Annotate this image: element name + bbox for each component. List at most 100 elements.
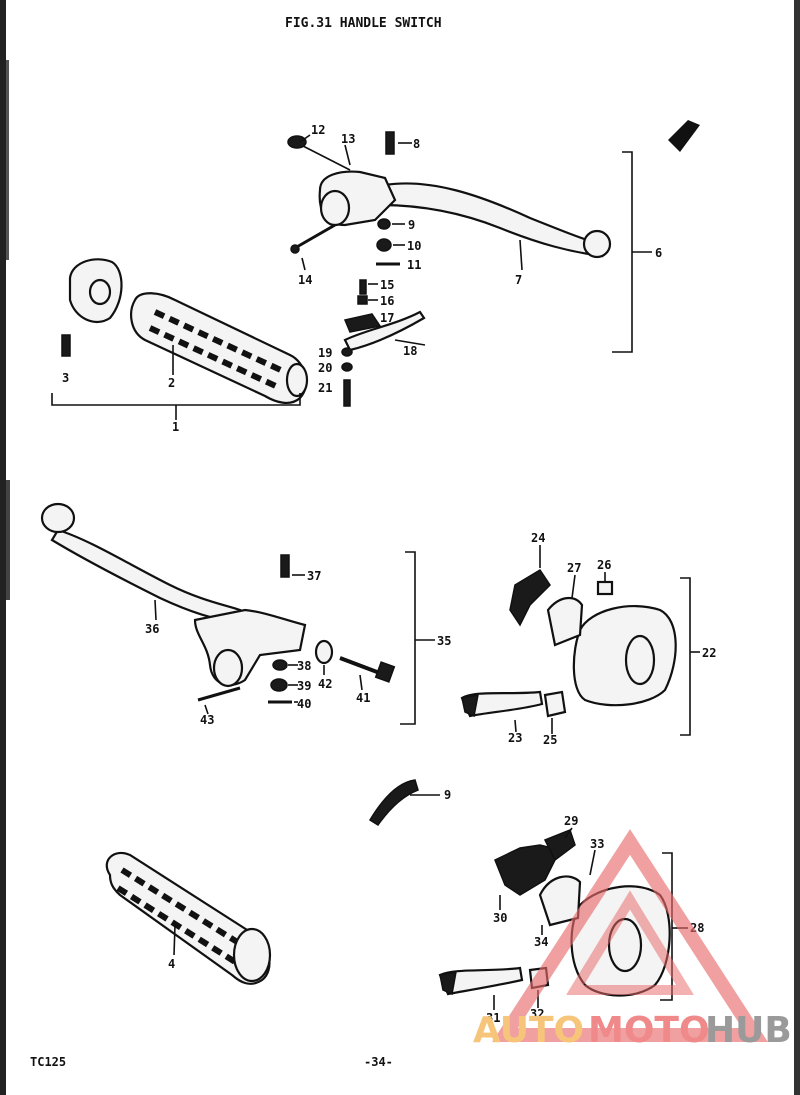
- part-bolt-12-shank: [302, 145, 351, 171]
- label-11: 11: [407, 258, 421, 272]
- part-knob-24: [509, 568, 551, 627]
- label-42: 42: [318, 677, 332, 691]
- label-29: 29: [564, 814, 578, 828]
- label-9: 9: [408, 218, 415, 232]
- part-washer-42: [314, 639, 334, 665]
- part-lever-36-tip: [40, 502, 76, 534]
- label-32: 32: [530, 1007, 544, 1021]
- watermark-logo: [492, 829, 768, 1042]
- part-knob-29: [543, 829, 576, 862]
- label-33: 33: [590, 837, 604, 851]
- label-27: 27: [567, 561, 581, 575]
- label-20: 20: [318, 361, 332, 375]
- label-13: 13: [341, 132, 355, 146]
- label-34: 34: [534, 935, 548, 949]
- label-10: 10: [407, 239, 421, 253]
- part-cap-3-hole: [88, 278, 112, 306]
- part-grip-2-texture: [153, 309, 287, 375]
- label-6: 6: [655, 246, 662, 260]
- label-19: 19: [318, 346, 332, 360]
- leaders-middle-left: [154, 574, 363, 715]
- watermark-triangle-icon: [492, 829, 768, 1042]
- part-number-labels: 12 13 8 9 10 11 14 7 6 15 16 17 18 19 20…: [62, 123, 716, 1025]
- bracket-group-28: [660, 852, 673, 1001]
- part-switch-housing-22: [572, 605, 677, 707]
- label-2: 2: [168, 376, 175, 390]
- part-nut-10: [376, 238, 392, 252]
- part-grip-4-end: [232, 927, 272, 983]
- part-bolt-14: [294, 223, 336, 250]
- leaders-middle-right: [514, 545, 606, 734]
- leaders-bottom-right: [493, 827, 596, 1010]
- label-23: 23: [508, 731, 522, 745]
- part-nut-39: [270, 678, 288, 692]
- part-washer-20: [341, 362, 353, 372]
- part-lever-7-tip: [582, 229, 612, 259]
- label-31: 31: [486, 1011, 500, 1025]
- part-lever-36: [50, 528, 242, 624]
- part-knob-30: [494, 844, 562, 896]
- label-12: 12: [311, 123, 325, 137]
- part-grip-4: [105, 851, 271, 985]
- part-grip-4-texture: [120, 867, 252, 953]
- part-lever-31: [438, 966, 524, 996]
- label-24: 24: [531, 531, 545, 545]
- part-switch-body-27: [546, 597, 584, 647]
- part-screw-3: [61, 334, 71, 357]
- watermark-auto: AUTO: [473, 1010, 584, 1051]
- part-grip-4-texture-b: [116, 885, 242, 968]
- label-25: 25: [543, 733, 557, 747]
- label-14: 14: [298, 273, 312, 287]
- part-bolt-41-head: [374, 661, 396, 683]
- part-button-26: [596, 580, 614, 596]
- label-9b: 9: [444, 788, 451, 802]
- label-16: 16: [380, 294, 394, 308]
- label-40: 40: [297, 697, 311, 711]
- bracket-group-35: [400, 551, 416, 725]
- part-clip-9: [368, 779, 419, 827]
- label-4: 4: [168, 957, 175, 971]
- diagram-title: FIG.31 HANDLE SWITCH: [285, 16, 442, 31]
- part-spring-16: [357, 295, 368, 305]
- part-grip-2-texture-b: [148, 325, 282, 391]
- part-switch-17: [343, 313, 382, 333]
- bracket-group-22: [680, 577, 691, 736]
- label-22: 22: [702, 646, 716, 660]
- part-bolt-14-head: [290, 244, 300, 254]
- leader-4: [173, 924, 176, 956]
- label-35: 35: [437, 634, 451, 648]
- label-43: 43: [200, 713, 214, 727]
- watermark-text: AUTO MOTO HUB: [473, 1010, 792, 1051]
- label-17: 17: [380, 311, 394, 325]
- part-bolt-43: [197, 686, 241, 702]
- label-30: 30: [493, 911, 507, 925]
- part-washer-38: [272, 659, 288, 671]
- footer-page-number: -34-: [364, 1055, 393, 1069]
- label-41: 41: [356, 691, 370, 705]
- part-holder-35: [193, 608, 307, 687]
- part-grip-2-end: [285, 362, 309, 398]
- watermark-hub: HUB: [705, 1010, 792, 1051]
- part-bolt-12-head: [287, 135, 307, 149]
- part-holder-35-bore: [212, 648, 244, 688]
- part-switch-housing-28-bore: [607, 917, 643, 973]
- label-18: 18: [403, 344, 417, 358]
- label-8: 8: [413, 137, 420, 151]
- watermark-moto: MOTO: [588, 1010, 710, 1051]
- label-26: 26: [597, 558, 611, 572]
- part-grip-2: [130, 292, 308, 405]
- label-37: 37: [307, 569, 321, 583]
- part-switch-housing-22-bore: [624, 634, 656, 686]
- label-15: 15: [380, 278, 394, 292]
- bracket-group-6: [612, 151, 633, 353]
- orientation-arrow-icon: [668, 120, 700, 152]
- leaders-top: [172, 134, 523, 375]
- label-38: 38: [297, 659, 311, 673]
- part-screw-37: [280, 554, 290, 578]
- part-cable-18: [343, 310, 426, 352]
- footer-model: TC125: [30, 1055, 66, 1069]
- part-washer-19: [341, 347, 353, 357]
- part-plunger-25: [543, 690, 567, 718]
